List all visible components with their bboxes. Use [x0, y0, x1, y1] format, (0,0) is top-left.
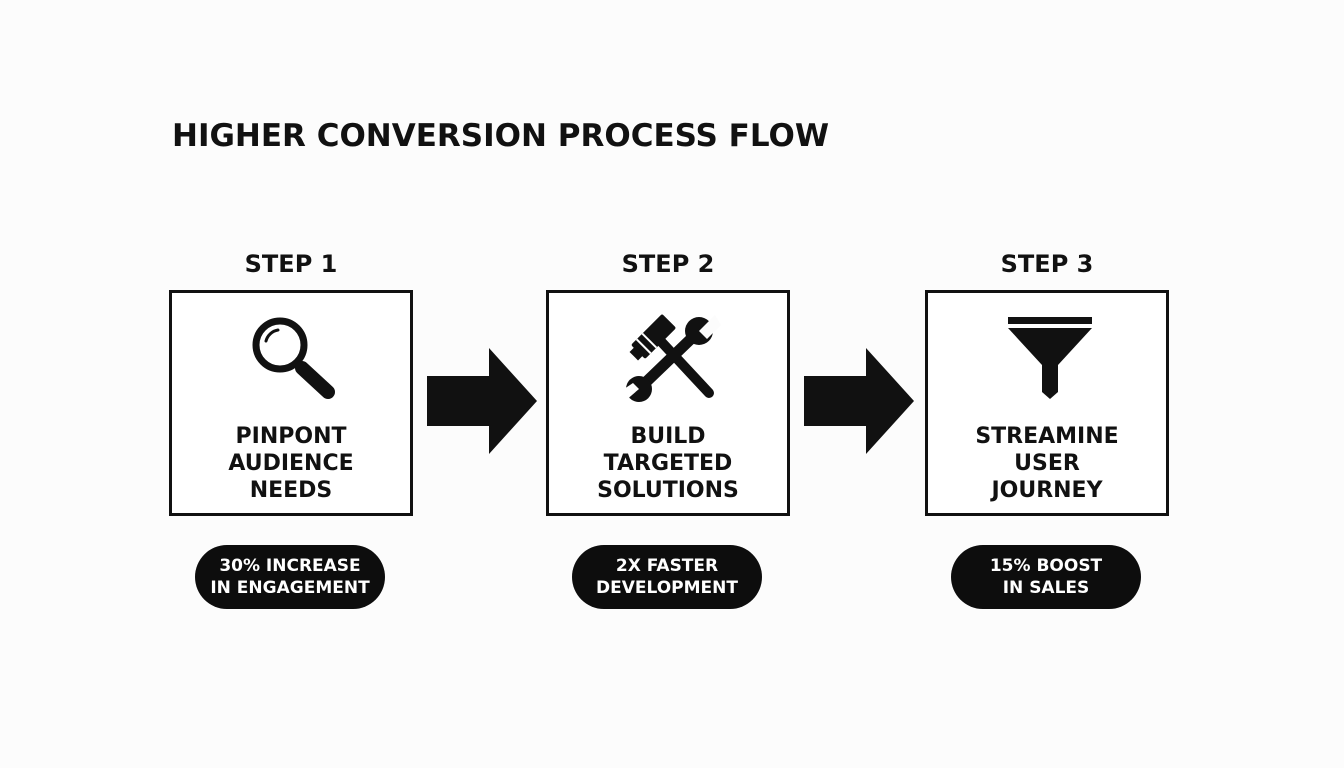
step-1-description: PINPONT AUDIENCE NEEDS: [228, 424, 354, 503]
diagram-title: HIGHER CONVERSION PROCESS FLOW: [172, 118, 830, 154]
hammer-wrench-icon: [621, 314, 721, 402]
arrow-right-icon: [427, 348, 537, 454]
step-2-description: BUILD TARGETED SOLUTIONS: [597, 424, 739, 503]
step-2: STEP 2 BUILD T: [546, 0, 790, 768]
step-1-result-badge: 30% INCREASE IN ENGAGEMENT: [195, 545, 385, 609]
magnifying-glass-icon: [252, 317, 335, 399]
arrow-right-icon: [804, 348, 914, 454]
step-1: STEP 1 PINPONT AUDIENCE NEEDS 30% INCREA…: [169, 0, 413, 768]
funnel-icon: [1008, 317, 1092, 399]
step-1-box: PINPONT AUDIENCE NEEDS: [169, 290, 413, 516]
step-2-result-badge: 2X FASTER DEVELOPMENT: [572, 545, 762, 609]
step-3-result-badge: 15% BOOST IN SALES: [951, 545, 1141, 609]
step-3: STEP 3 STREAMINE USER JOURNEY 15% BOOST …: [925, 0, 1169, 768]
step-3-description: STREAMINE USER JOURNEY: [975, 424, 1119, 503]
step-3-box: STREAMINE USER JOURNEY: [925, 290, 1169, 516]
step-3-label: STEP 3: [1000, 250, 1094, 278]
step-2-label: STEP 2: [621, 250, 715, 278]
step-2-box: BUILD TARGETED SOLUTIONS: [546, 290, 790, 516]
step-1-label: STEP 1: [244, 250, 338, 278]
